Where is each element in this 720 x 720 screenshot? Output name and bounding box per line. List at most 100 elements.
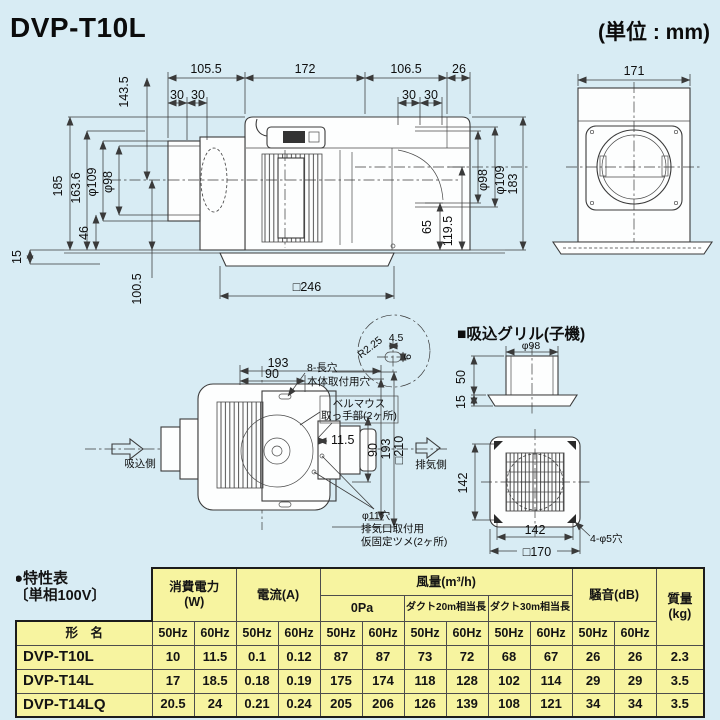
corner-tab-br bbox=[567, 514, 576, 523]
bv-exhaust-collar-a bbox=[317, 420, 341, 480]
hz-header: 50Hz bbox=[319, 620, 363, 646]
grille-side-view: φ98 50 15 bbox=[454, 340, 579, 414]
spec-cell: 121 bbox=[529, 692, 573, 718]
col-header-power: 消費電力(W) bbox=[150, 567, 237, 622]
spec-table-area: ●特性表 〔単相100V〕 消費電力(W) 電流(A) 風量(m³/h) 騒音(… bbox=[15, 567, 706, 718]
spec-cell: 24 bbox=[193, 692, 237, 718]
bellmouth-line1: ベルマウス bbox=[333, 398, 386, 410]
spec-cell: 114 bbox=[529, 668, 573, 694]
spec-cell: 10 bbox=[151, 644, 195, 670]
hz-header: 50Hz bbox=[571, 620, 615, 646]
dim-193-right: 193 bbox=[379, 439, 393, 460]
grille-phi98: φ98 bbox=[522, 340, 541, 352]
hz-header: 60Hz bbox=[529, 620, 573, 646]
bv-intake-collar-outer bbox=[160, 426, 181, 472]
dim-30-l1: 30 bbox=[170, 88, 184, 102]
terminal-label bbox=[283, 131, 305, 143]
dim-90-top: 90 bbox=[265, 367, 279, 381]
dim-171: 171 bbox=[577, 64, 691, 86]
hz-header: 60Hz bbox=[193, 620, 237, 646]
table-row: DVP-T14LQ 20.5 24 0.21 0.24 205 206 126 … bbox=[15, 692, 706, 718]
model-name-cell: DVP-T14LQ bbox=[15, 692, 153, 718]
spec-cell: 34 bbox=[613, 692, 657, 718]
grille-15: 15 bbox=[454, 395, 468, 409]
dim-top-widths: 105.5 172 106.5 26 bbox=[167, 62, 471, 138]
table-caption-cell: ●特性表 〔単相100V〕 bbox=[16, 568, 152, 621]
hole-note-line1: φ11穴 bbox=[362, 509, 391, 522]
dim-163-6: 163.6 bbox=[69, 172, 83, 203]
grille-title: ■吸込グリル(子機) bbox=[457, 324, 585, 343]
hz-header: 50Hz bbox=[235, 620, 279, 646]
spec-cell: 206 bbox=[361, 692, 405, 718]
spec-cell: 26 bbox=[613, 644, 657, 670]
hole-note-line3: 仮固定ツメ(2ヶ所) bbox=[361, 535, 447, 548]
dim-90-right: 90 bbox=[366, 443, 380, 457]
hz-header: 60Hz bbox=[277, 620, 321, 646]
grille-50: 50 bbox=[454, 370, 468, 384]
slot-note-line2: 本体取付用穴 bbox=[307, 375, 370, 388]
exhaust-arrow-icon bbox=[415, 436, 441, 460]
dim-bv-right: 90 193 □210 11.5 bbox=[317, 371, 406, 528]
bellmouth-line2: 取っ手部(2ヶ所) bbox=[321, 409, 397, 422]
dim-193-top: 193 bbox=[268, 356, 289, 370]
hz-header: 50Hz bbox=[403, 620, 447, 646]
note-bellmouth: ベルマウス 取っ手部(2ヶ所) bbox=[299, 395, 399, 439]
mounting-slot-bottom bbox=[278, 501, 292, 508]
suction-label: 吸込側 bbox=[124, 457, 156, 470]
grille-holes-note: 4-φ5穴 bbox=[590, 532, 623, 545]
model-name-cell: DVP-T10L bbox=[15, 644, 153, 670]
detail-4-5: 4.5 bbox=[389, 332, 404, 344]
grille-142-h: 142 bbox=[525, 523, 546, 537]
spec-cell: 0.1 bbox=[235, 644, 279, 670]
dim-left-heights: 143.5 185 163.6 φ109 φ98 46 bbox=[10, 76, 245, 305]
grille-flange bbox=[486, 394, 579, 407]
motor-core bbox=[277, 157, 305, 239]
col-header-duct20: ダクト20m相当長 bbox=[403, 594, 489, 622]
spec-cell: 126 bbox=[403, 692, 447, 718]
grille-142-v: 142 bbox=[456, 473, 470, 494]
spec-cell: 29 bbox=[613, 668, 657, 694]
power-cable bbox=[255, 118, 268, 137]
dim-30-30-left: 30 30 bbox=[167, 88, 208, 140]
hz-header: 60Hz bbox=[613, 620, 657, 646]
col-header-airflow: 風量(m³/h) bbox=[319, 567, 573, 596]
page-title: DVP-T10L bbox=[10, 12, 147, 43]
spec-cell: 18.5 bbox=[193, 668, 237, 694]
table-row: DVP-T10L 10 11.5 0.1 0.12 87 87 73 72 68… bbox=[15, 644, 706, 670]
corner-tab-bl bbox=[494, 514, 503, 523]
intake-collar bbox=[167, 136, 246, 251]
hz-header: 50Hz bbox=[487, 620, 531, 646]
detail-6: 6 bbox=[402, 354, 414, 360]
dim-185: 185 bbox=[51, 176, 65, 197]
dim-26: 26 bbox=[452, 62, 466, 76]
dim-30-r2: 30 bbox=[424, 88, 438, 102]
spec-cell: 205 bbox=[319, 692, 363, 718]
dim-65: 65 bbox=[420, 220, 434, 234]
spec-cell: 0.12 bbox=[277, 644, 321, 670]
dim-phi98-right: φ98 bbox=[476, 169, 490, 191]
dim-phi109-left: φ109 bbox=[85, 167, 99, 196]
col-header-duct30: ダクト30m相当長 bbox=[487, 594, 573, 622]
spec-cell: 87 bbox=[319, 644, 363, 670]
spec-cell: 17 bbox=[151, 668, 195, 694]
dim-15: 15 bbox=[10, 250, 24, 264]
dim-30-r1: 30 bbox=[402, 88, 416, 102]
exhaust-label: 排気側 bbox=[415, 458, 447, 471]
grille-170: □170 bbox=[523, 545, 551, 559]
dim-183: 183 bbox=[506, 174, 520, 195]
dim-246: □246 bbox=[293, 280, 321, 294]
note-slot-holes: 8-長穴 本体取付用穴 bbox=[287, 361, 370, 397]
dim-210-right: □210 bbox=[392, 436, 406, 464]
dim-right-heights: φ98 φ109 183 65 119.5 bbox=[420, 116, 527, 251]
front-view-drawing: 171 bbox=[551, 64, 714, 256]
dim-46: 46 bbox=[77, 226, 91, 240]
col-header-noise: 騒音(dB) bbox=[571, 567, 657, 622]
side-view-drawing: 105.5 172 106.5 26 30 30 30 30 bbox=[10, 62, 530, 305]
table-row: DVP-T14L 17 18.5 0.18 0.19 175 174 118 1… bbox=[15, 668, 706, 694]
dim-143-5: 143.5 bbox=[117, 76, 131, 107]
dim-119-5: 119.5 bbox=[441, 216, 455, 246]
col-header-0pa: 0Pa bbox=[319, 594, 405, 622]
spec-cell: 3.5 bbox=[655, 668, 706, 694]
dim-100-5: 100.5 bbox=[130, 273, 144, 304]
corner-tab-tl bbox=[494, 441, 503, 450]
